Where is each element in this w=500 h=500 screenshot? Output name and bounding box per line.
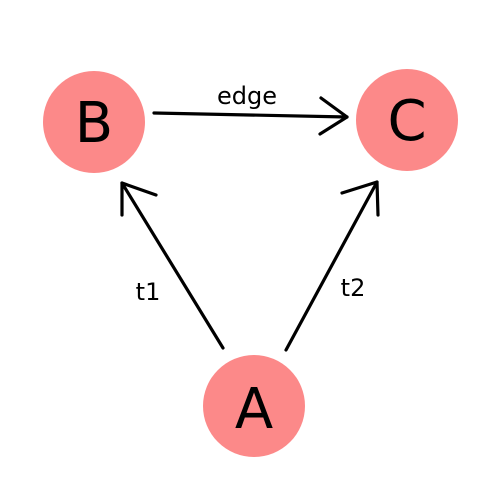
node-b: B bbox=[43, 71, 145, 173]
node-c: C bbox=[356, 69, 458, 171]
arrowhead-b-icon bbox=[120, 181, 158, 217]
edge-label-b-c: edge bbox=[217, 82, 277, 110]
node-circle-b bbox=[43, 71, 145, 173]
arrowhead-c-icon bbox=[318, 96, 349, 136]
edge-line-b-c bbox=[152, 111, 349, 119]
arrowhead-c2-icon bbox=[340, 180, 380, 217]
node-label-c: C bbox=[387, 89, 426, 154]
edge-line-a-c bbox=[284, 180, 379, 352]
node-label-b: B bbox=[75, 91, 113, 156]
edge-b-to-c: edge bbox=[152, 82, 349, 136]
edge-label-a-c: t2 bbox=[341, 274, 366, 302]
node-label-a: A bbox=[235, 377, 273, 442]
node-circle-c bbox=[356, 69, 458, 171]
node-a: A bbox=[203, 355, 305, 457]
edge-a-to-c: t2 bbox=[284, 180, 380, 352]
node-circle-a bbox=[203, 355, 305, 457]
edge-label-a-b: t1 bbox=[136, 278, 161, 306]
edge-a-to-b: t1 bbox=[120, 181, 225, 350]
edge-line-a-b bbox=[120, 181, 225, 350]
